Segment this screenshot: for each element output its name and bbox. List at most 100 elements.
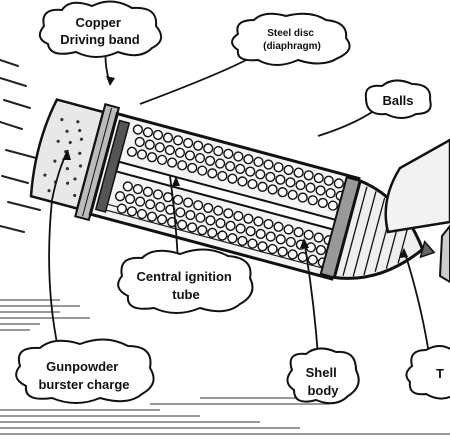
ball — [235, 223, 246, 234]
gunpowder-dots — [43, 117, 84, 198]
ball — [303, 229, 314, 240]
ball — [215, 158, 226, 169]
ball — [317, 197, 328, 209]
label-line-1: Steel disc — [267, 28, 314, 39]
ball — [213, 146, 224, 157]
ball — [193, 200, 204, 211]
ball — [323, 175, 334, 186]
ball — [205, 215, 216, 226]
ball — [144, 139, 155, 150]
ball — [167, 157, 178, 168]
ball — [154, 142, 165, 153]
ball — [203, 202, 214, 214]
ball — [174, 147, 186, 158]
ball — [185, 209, 196, 221]
label-line-2: Driving band — [60, 32, 140, 47]
ball — [175, 207, 186, 218]
cloud-bubble — [286, 347, 360, 405]
ball — [217, 230, 228, 241]
ball — [277, 246, 288, 257]
ball — [253, 216, 264, 227]
ball — [265, 171, 276, 183]
ball — [194, 153, 206, 164]
ball — [225, 161, 236, 172]
ball — [223, 208, 234, 219]
shell — [29, 98, 436, 281]
ball — [315, 185, 326, 196]
ball — [184, 150, 196, 161]
ball — [136, 208, 148, 220]
ball — [243, 213, 254, 224]
ball — [162, 132, 174, 143]
ball — [257, 181, 268, 192]
label-line-1: Shell — [306, 365, 337, 380]
balls-grid — [114, 124, 346, 268]
ball — [172, 194, 184, 205]
ball — [307, 195, 318, 206]
cloud-bubble — [15, 338, 155, 404]
ball — [164, 144, 175, 156]
ball — [263, 159, 274, 170]
label-copper-driving-band: Copper Driving band — [38, 0, 163, 58]
ball — [126, 206, 138, 217]
ball — [152, 189, 164, 200]
ball — [297, 192, 308, 203]
ball — [156, 214, 168, 225]
ball — [275, 174, 286, 185]
ball — [283, 164, 294, 176]
fuse-tip — [419, 240, 436, 259]
ball — [122, 181, 133, 192]
ball — [313, 232, 324, 243]
ball — [273, 221, 284, 232]
ball — [307, 254, 318, 265]
ball — [293, 227, 304, 238]
svg-text:Balls: Balls — [382, 93, 413, 108]
ball — [193, 140, 204, 151]
ball — [327, 200, 338, 211]
ball — [267, 184, 278, 195]
ball — [187, 222, 198, 233]
ball — [237, 235, 248, 247]
label-line-2: body — [307, 383, 339, 398]
ball — [277, 187, 288, 198]
label-gunpowder-burster-charge: Gunpowder burster charge — [15, 338, 155, 404]
ball — [293, 167, 304, 178]
ball — [287, 249, 298, 260]
ball — [263, 218, 274, 230]
ball — [245, 166, 256, 177]
ball — [333, 178, 344, 189]
ball — [217, 170, 228, 182]
ball — [197, 165, 208, 176]
ball — [265, 231, 276, 242]
ball — [283, 224, 294, 235]
ball — [285, 177, 296, 188]
label-cut-off: T — [405, 345, 450, 400]
label-central-ignition-tube: Central ignition tube — [117, 248, 254, 314]
label-line-2: tube — [172, 287, 199, 302]
ball — [132, 184, 143, 195]
cloud-bubble — [117, 248, 254, 314]
ball — [227, 233, 238, 244]
label-line-1: Copper — [75, 15, 121, 30]
shadow-hatching — [0, 299, 450, 435]
ball — [146, 152, 158, 163]
ball — [207, 168, 218, 179]
svg-text:Shell body: Shell body — [306, 365, 341, 398]
ball — [233, 210, 244, 222]
ball — [146, 211, 158, 222]
svg-text:T: T — [436, 366, 444, 381]
ball — [172, 135, 184, 146]
ball — [183, 197, 194, 208]
svg-text:Gunpowder burster charge: Gunpowder burster charge — [38, 359, 129, 392]
ball — [145, 199, 156, 210]
ball — [142, 127, 154, 138]
ball — [124, 193, 136, 205]
ball — [253, 156, 264, 167]
ball — [177, 160, 188, 171]
ball — [235, 163, 246, 174]
svg-text:Central ignition tube: Central ignition tube — [137, 269, 236, 302]
second-shell-fragment — [384, 138, 450, 234]
label-steel-disc: Steel disc (diaphragm) — [231, 12, 351, 66]
ball — [155, 201, 166, 213]
